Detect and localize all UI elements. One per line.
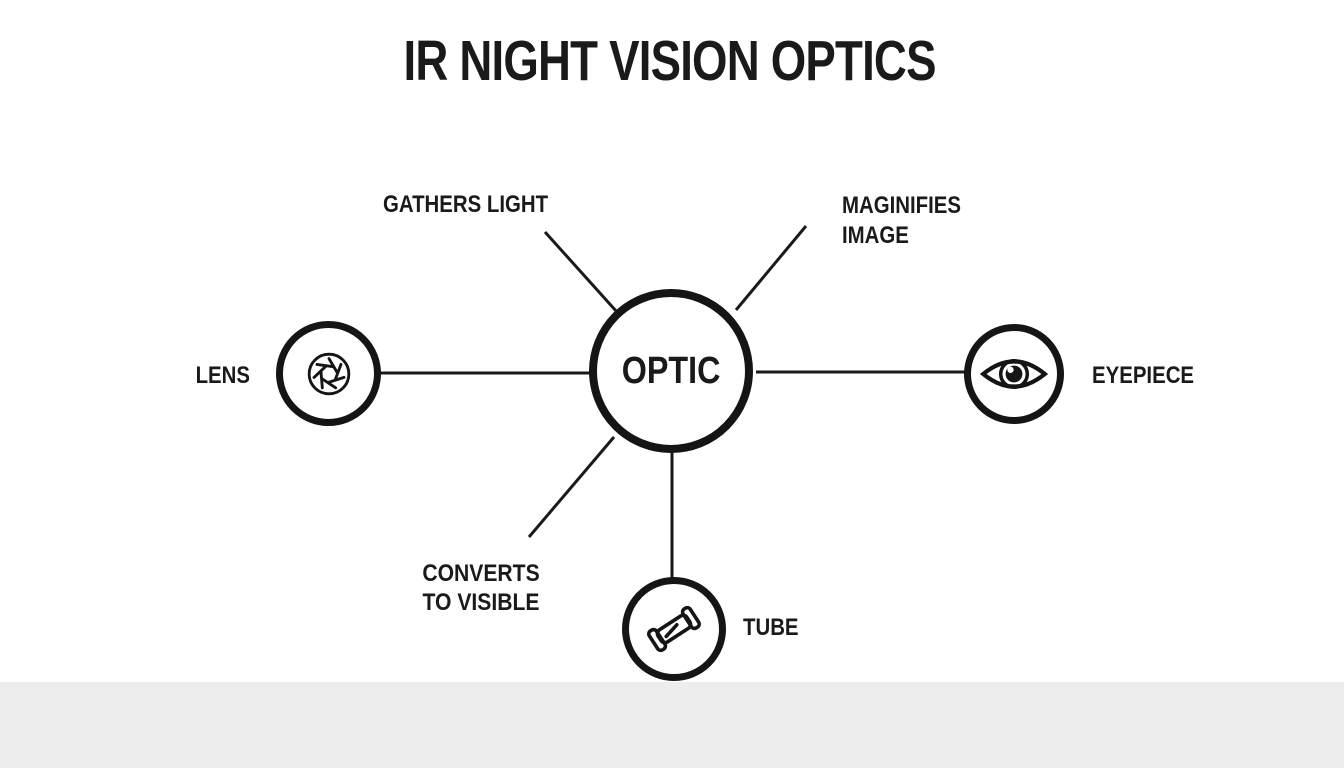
node-optic: OPTIC <box>589 289 753 453</box>
annotation-line: GATHERS LIGHT <box>383 191 549 218</box>
connector-optic-converts <box>527 436 616 538</box>
eyepiece-label: EYEPIECE <box>1092 362 1195 389</box>
eye-icon <box>979 358 1049 390</box>
annotation-converts-to-visible: CONVERTS TO VISIBLE <box>411 559 552 617</box>
footer-band <box>0 682 1344 768</box>
annotation-magnifies-image: MAGINIFIES IMAGE <box>842 191 961 251</box>
page-title: IR NIGHT VISION OPTICS <box>403 29 937 93</box>
annotation-line: IMAGE <box>842 222 909 249</box>
annotation-gathers-light: GATHERS LIGHT <box>383 191 548 219</box>
node-tube <box>622 577 726 681</box>
node-eyepiece <box>964 324 1064 424</box>
connector-optic-magnifies <box>734 225 808 311</box>
annotation-line: CONVERTS <box>422 560 540 587</box>
tube-label: TUBE <box>743 614 799 641</box>
annotation-line: MAGINIFIES <box>842 192 962 219</box>
aperture-icon <box>307 352 350 395</box>
connector-optic-gathers <box>543 230 619 314</box>
annotation-line: TO VISIBLE <box>422 589 540 616</box>
lens-label: LENS <box>195 362 250 389</box>
optic-node-label: OPTIC <box>621 349 721 392</box>
tube-icon <box>646 605 702 653</box>
node-lens <box>276 321 381 426</box>
